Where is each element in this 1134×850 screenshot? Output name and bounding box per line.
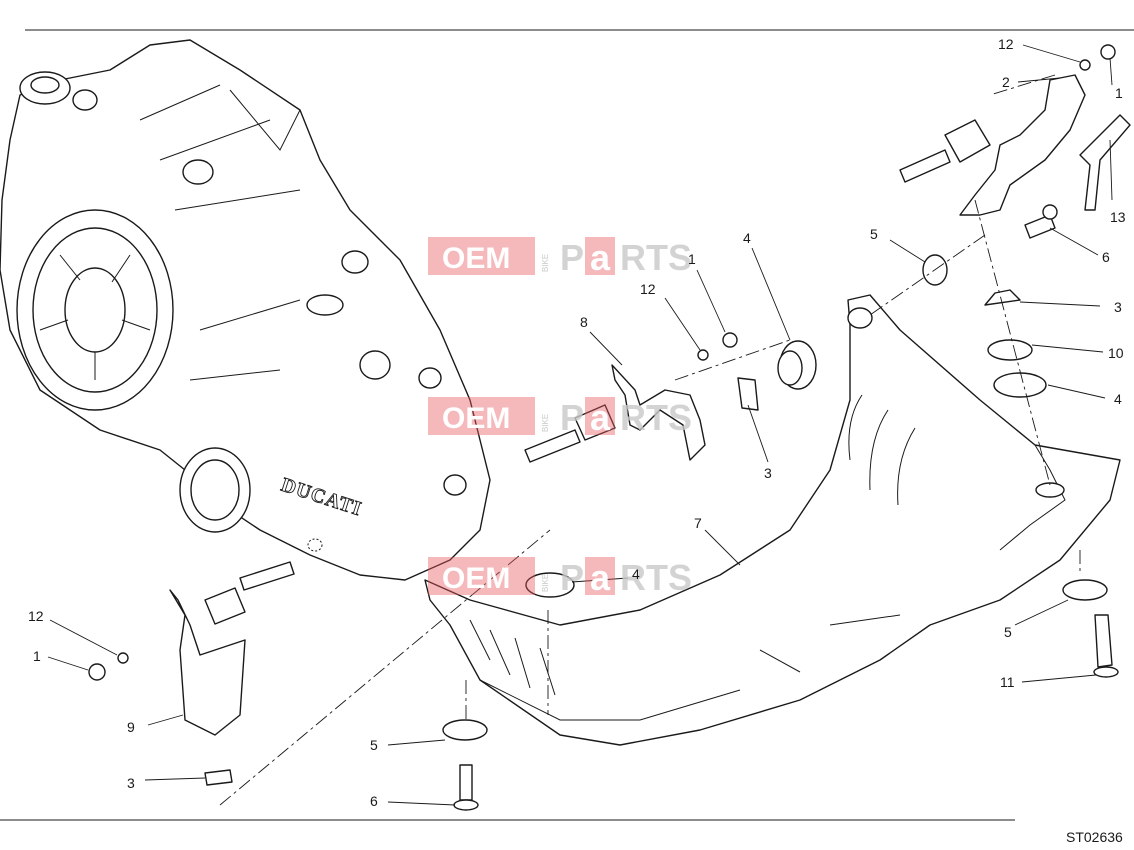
callout-6: 6 (1102, 249, 1110, 265)
speed-nuts (204, 289, 1021, 786)
callout-6: 6 (370, 793, 378, 809)
callout-3: 3 (127, 775, 135, 791)
callout-7: 7 (694, 515, 702, 531)
assembly-axes (219, 74, 1081, 806)
callout-4: 4 (632, 566, 640, 582)
svg-text:OEM: OEM (442, 242, 510, 275)
callout-12: 12 (998, 36, 1014, 52)
svg-text:a: a (590, 557, 611, 598)
watermark-3: OEM BIKE P a RTS (428, 557, 692, 598)
bracket-8 (611, 364, 706, 461)
callout-2: 2 (1002, 74, 1010, 90)
callout-1: 1 (1115, 85, 1123, 101)
svg-text:OEM: OEM (442, 562, 510, 595)
callout-5: 5 (1004, 624, 1012, 640)
svg-text:RTS: RTS (620, 237, 692, 278)
callout-1: 1 (33, 648, 41, 664)
screws (88, 44, 1119, 811)
callout-3: 3 (1114, 299, 1122, 315)
watermark-2: OEM BIKE P a RTS (428, 397, 692, 438)
drawing-code: ST02636 (1066, 829, 1123, 845)
svg-text:a: a (590, 397, 611, 438)
bracket-9 (169, 589, 246, 736)
svg-text:BIKE: BIKE (541, 574, 550, 592)
svg-text:BIKE: BIKE (541, 414, 550, 432)
leader-lines (47, 44, 1113, 806)
svg-text:P: P (560, 397, 584, 438)
clip-13 (1079, 114, 1131, 211)
grommets (442, 254, 1108, 741)
svg-text:RTS: RTS (620, 397, 692, 438)
engine-cover: DUCATI (0, 39, 491, 581)
callout-1: 1 (688, 251, 696, 267)
callout-5: 5 (870, 226, 878, 242)
watermark-1: OEM BIKE P a RTS (428, 237, 692, 278)
svg-text:P: P (560, 237, 584, 278)
stud-bolts (204, 119, 991, 625)
callouts: 12 2 1 13 6 5 3 10 4 4 1 12 8 3 7 4 5 11… (28, 36, 1126, 809)
svg-text:RTS: RTS (620, 557, 692, 598)
callout-10: 10 (1108, 345, 1124, 361)
callout-8: 8 (580, 314, 588, 330)
svg-text:P: P (560, 557, 584, 598)
callout-13: 13 (1110, 209, 1126, 225)
callout-12: 12 (640, 281, 656, 297)
svg-text:a: a (590, 237, 611, 278)
callout-5: 5 (370, 737, 378, 753)
skid-plate (424, 294, 1121, 746)
callout-11: 11 (1000, 674, 1015, 690)
callout-4: 4 (1114, 391, 1122, 407)
callout-9: 9 (127, 719, 135, 735)
svg-text:BIKE: BIKE (541, 254, 550, 272)
callout-3: 3 (764, 465, 772, 481)
bracket-2 (959, 74, 1086, 216)
callout-4: 4 (743, 230, 751, 246)
svg-text:OEM: OEM (442, 402, 510, 435)
callout-12: 12 (28, 608, 44, 624)
